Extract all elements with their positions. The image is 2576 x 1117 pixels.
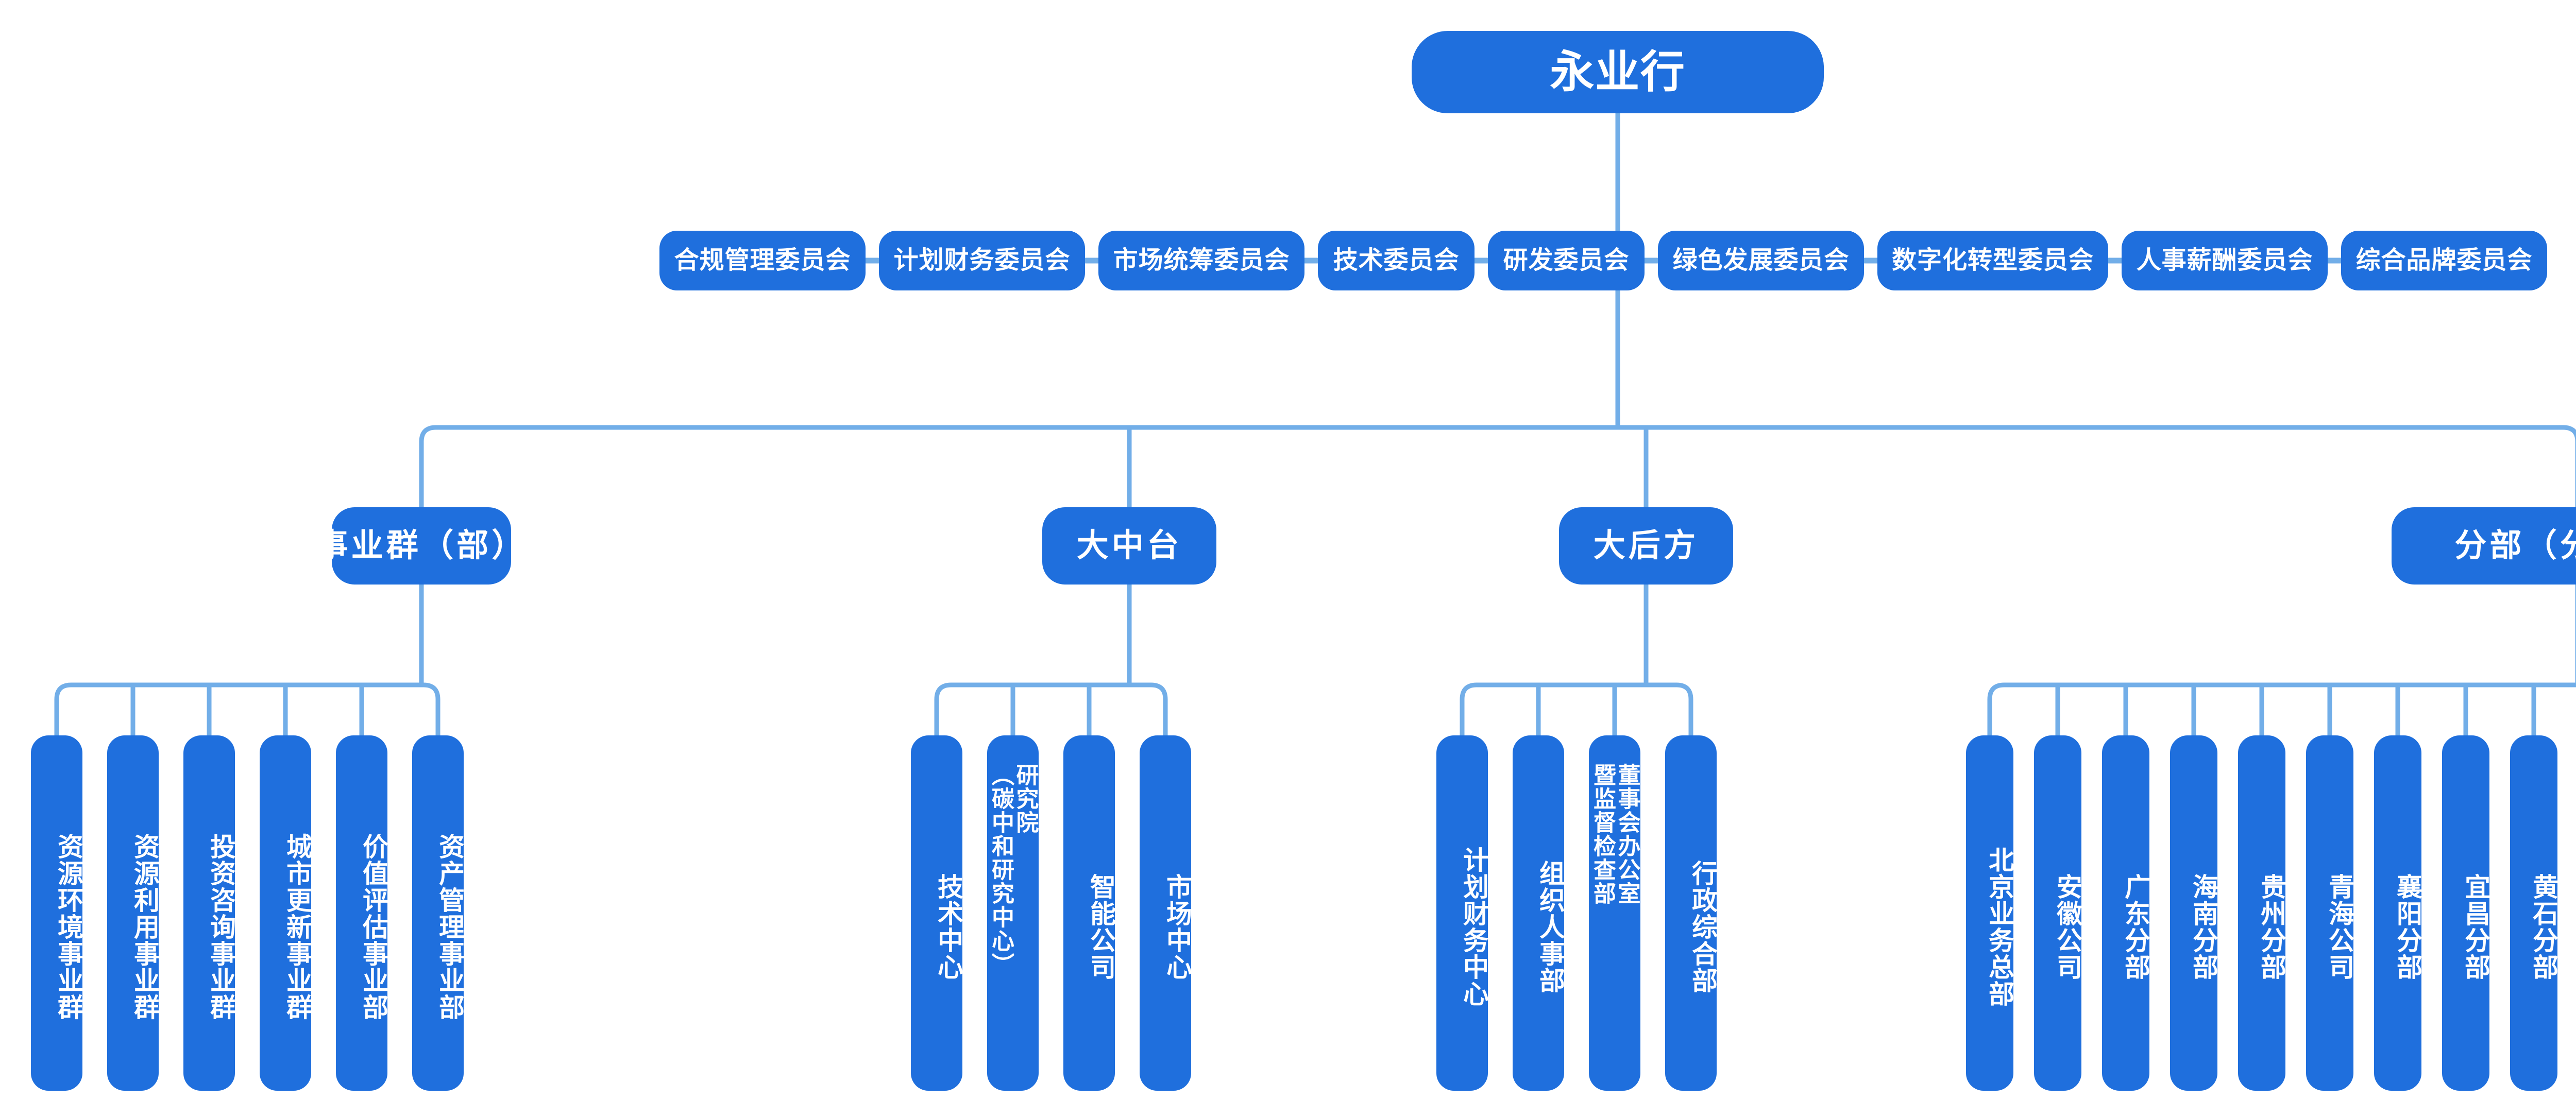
committee-7[interactable]: 数字化转型委员会 [1877, 231, 2108, 290]
leaf-4-4[interactable]: 海南分部 [2170, 735, 2218, 1091]
division-2[interactable]: 大中台 [1042, 507, 1216, 585]
leaf-1-5[interactable]: 价值评估事业部 [336, 735, 388, 1091]
leaf-label-col: 研究院 [1012, 763, 1038, 834]
leaf-4-8[interactable]: 宜昌分部 [2442, 735, 2490, 1091]
committee-9[interactable]: 综合品牌委员会 [2341, 231, 2547, 290]
leaf-3-2[interactable]: 组织人事部 [1513, 735, 1565, 1091]
committee-3[interactable]: 市场统筹委员会 [1098, 231, 1304, 290]
leaf-3-3[interactable]: 暨监督检查部董事会办公室 [1589, 735, 1640, 1091]
leaf-4-3[interactable]: 广东分部 [2102, 735, 2150, 1091]
root-node: 永业行 [1412, 31, 1824, 113]
leaf-4-5[interactable]: 贵州分部 [2238, 735, 2286, 1091]
committee-8[interactable]: 人事薪酬委员会 [2122, 231, 2328, 290]
leaf-4-7[interactable]: 襄阳分部 [2374, 735, 2422, 1091]
leaf-1-6[interactable]: 资产管理事业部 [412, 735, 464, 1091]
committee-6[interactable]: 绿色发展委员会 [1658, 231, 1864, 290]
committee-5[interactable]: 研发委员会 [1488, 231, 1645, 290]
leaf-4-1[interactable]: 北京业务总部 [1966, 735, 2014, 1091]
leaf-4-2[interactable]: 安徽公司 [2034, 735, 2082, 1091]
division-4[interactable]: 分部（分公司） [2392, 507, 2576, 585]
leaf-1-1[interactable]: 资源环境事业群 [31, 735, 83, 1091]
division-3[interactable]: 大后方 [1559, 507, 1733, 585]
leaf-2-4[interactable]: 市场中心 [1140, 735, 1192, 1091]
division-1[interactable]: 事业群（部） [316, 507, 523, 585]
leaf-label-col: 暨监督检查部 [1590, 763, 1615, 905]
leaf-3-1[interactable]: 计划财务中心 [1436, 735, 1488, 1091]
leaf-label-col: （碳中和研究中心） [988, 763, 1013, 976]
leaf-2-2[interactable]: （碳中和研究中心）研究院 [987, 735, 1039, 1091]
leaf-2-1[interactable]: 技术中心 [911, 735, 963, 1091]
leaf-4-9[interactable]: 黄石分部 [2510, 735, 2558, 1091]
committee-4[interactable]: 技术委员会 [1318, 231, 1475, 290]
committee-1[interactable]: 合规管理委员会 [659, 231, 866, 290]
committee-2[interactable]: 计划财务委员会 [879, 231, 1085, 290]
leaf-2-3[interactable]: 智能公司 [1063, 735, 1115, 1091]
leaf-3-4[interactable]: 行政综合部 [1665, 735, 1717, 1091]
leaf-4-6[interactable]: 青海公司 [2306, 735, 2354, 1091]
leaf-label-col: 董事会办公室 [1614, 763, 1640, 905]
leaf-1-3[interactable]: 投资咨询事业群 [183, 735, 235, 1091]
leaf-1-2[interactable]: 资源利用事业群 [107, 735, 159, 1091]
leaf-1-4[interactable]: 城市更新事业群 [260, 735, 312, 1091]
